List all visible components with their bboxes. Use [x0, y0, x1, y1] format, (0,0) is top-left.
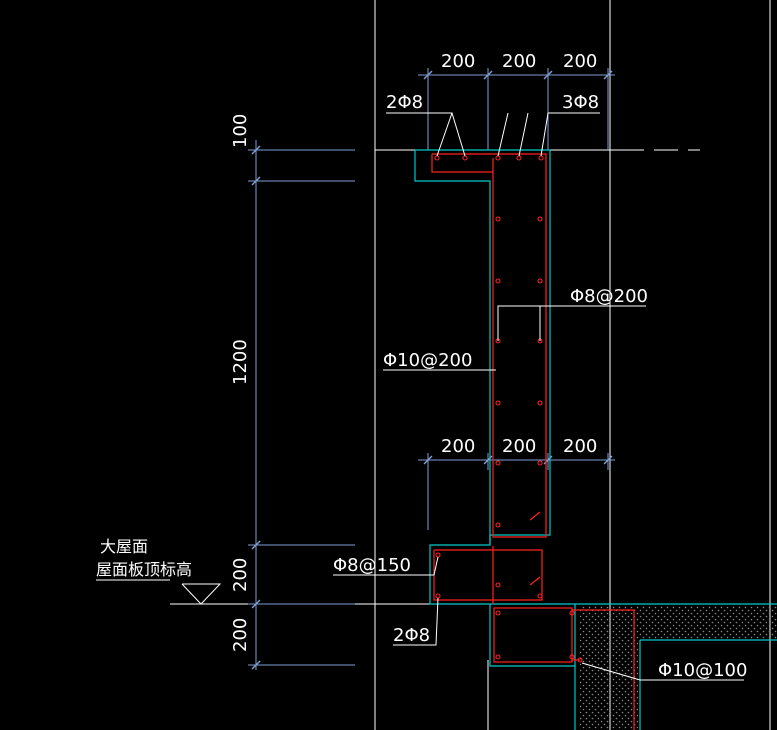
dim-vert-1200: 1200: [230, 339, 251, 385]
parapet-stirrup: [432, 153, 547, 538]
label-3phi8-top: 3Φ8: [562, 92, 599, 113]
label-2phi8-top: 2Φ8: [386, 92, 423, 113]
dimension-lines: [248, 68, 615, 670]
dim-mid-2: 200: [502, 436, 536, 457]
elevation-text-line1: 大屋面: [100, 537, 148, 556]
slab-hatch: [580, 606, 777, 730]
dimension-ticks: [251, 70, 613, 670]
dim-mid-3: 200: [563, 436, 597, 457]
parapet-outline: [415, 149, 576, 667]
label-phi10-100: Φ10@100: [658, 660, 747, 681]
dim-top-3: 200: [563, 51, 597, 72]
rebar: [431, 153, 635, 730]
concrete-outline: [414, 149, 777, 730]
dim-vert-100: 100: [230, 114, 251, 148]
beam-stirrup: [493, 607, 573, 663]
dim-vert-200-b: 200: [230, 618, 251, 652]
base-stirrup: [433, 549, 543, 601]
dim-vert-200-a: 200: [230, 558, 251, 592]
label-phi8-150: Φ8@150: [333, 555, 411, 576]
elevation-text-line2: 屋面板顶标高: [96, 560, 192, 579]
label-phi10-200: Φ10@200: [383, 350, 472, 371]
dim-top-2: 200: [502, 51, 536, 72]
slab-rebar: [572, 609, 635, 730]
leader-lines: [96, 112, 744, 681]
rebar-dots: [434, 155, 583, 663]
label-2phi8-bottom: 2Φ8: [393, 625, 430, 646]
dim-mid-1: 200: [441, 436, 475, 457]
dim-top-1: 200: [441, 51, 475, 72]
label-phi8-200: Φ8@200: [570, 286, 648, 307]
elevation-symbol: [181, 583, 222, 605]
